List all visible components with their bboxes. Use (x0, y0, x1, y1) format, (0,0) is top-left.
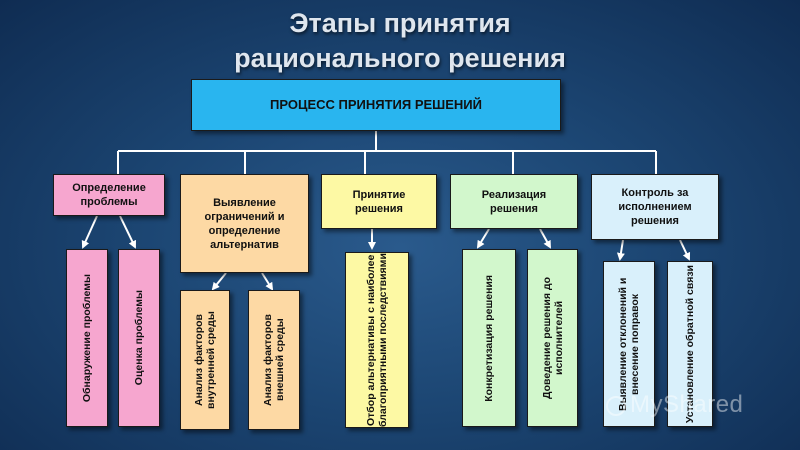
title-line-1: Этапы принятия (289, 8, 511, 38)
sub-item-5-2: Установление обратной связи (667, 261, 713, 427)
stage-2-label: Выявление ограничений и определение альт… (204, 196, 285, 251)
stage-1-label: Определение проблемы (72, 182, 146, 208)
sub-item-2-1: Анализ факторов внутренней среды (180, 290, 230, 430)
sub-item-2-1-label: Анализ факторов внутренней среды (193, 311, 217, 409)
stage-3-label: Принятие решения (352, 188, 406, 215)
sub-item-2-2: Анализ факторов внешней среды (248, 290, 300, 430)
stage-box-4: Реализация решения (450, 174, 578, 229)
sub-item-3-1: Отбор альтернативы с наиболее благоприят… (345, 252, 409, 428)
sub-item-4-1: Конкретизация решения (462, 249, 516, 427)
sub-item-4-2: Доведение решения до исполнителей (527, 249, 578, 427)
sub-item-2-2-label: Анализ факторов внешней среды (262, 314, 286, 407)
watermark-logo-icon (606, 395, 626, 416)
stage-5-label: Контроль за исполнением решения (618, 187, 692, 227)
sub-item-1-2: Оценка проблемы (118, 249, 160, 427)
watermark: MyShared (606, 391, 743, 419)
page-title: Этапы принятия рационального решения (0, 6, 800, 76)
sub-item-4-1-label: Конкретизация решения (483, 274, 495, 402)
sub-item-3-1-label: Отбор альтернативы с наиболее благоприят… (365, 253, 389, 427)
sub-item-4-2-label: Доведение решения до исполнителей (540, 277, 565, 400)
sub-item-1-1: Обнаружение проблемы (66, 249, 108, 427)
stage-4-label: Реализация решения (481, 188, 547, 215)
stage-box-3: Принятие решения (321, 174, 437, 229)
root-process-box: ПРОЦЕСС ПРИНЯТИЯ РЕШЕНИЙ (191, 79, 561, 131)
stage-box-5: Контроль за исполнением решения (591, 174, 719, 240)
sub-item-1-1-label: Обнаружение проблемы (81, 273, 93, 403)
sub-item-1-2-label: Оценка проблемы (133, 290, 145, 386)
stage-box-1: Определение проблемы (53, 174, 165, 216)
root-process-label: ПРОЦЕСС ПРИНЯТИЯ РЕШЕНИЙ (270, 97, 482, 112)
stage-box-2: Выявление ограничений и определение альт… (180, 174, 309, 273)
title-line-2: рационального решения (234, 43, 566, 73)
watermark-text: MyShared (630, 391, 744, 418)
